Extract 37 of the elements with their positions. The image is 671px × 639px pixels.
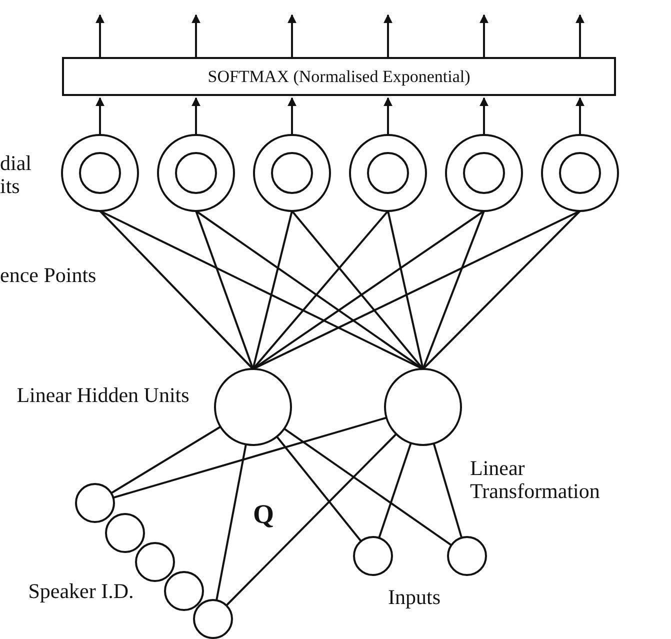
connection-line [378, 442, 412, 538]
layer-label: Inputs [388, 586, 442, 609]
connection-line [226, 433, 397, 606]
connection-line [216, 444, 247, 601]
connection-line [422, 210, 581, 370]
arrow [480, 97, 488, 135]
connection-line [195, 210, 254, 370]
arrow [192, 97, 200, 135]
connection-line [432, 443, 463, 538]
layer-label: dial its [0, 152, 32, 198]
arrow [288, 97, 296, 135]
connection-line [422, 210, 485, 370]
arrow [96, 14, 104, 57]
connection-line [276, 436, 362, 542]
connection-line [99, 210, 254, 370]
layer-label: Speaker I.D. [27, 580, 135, 603]
arrow [384, 14, 392, 57]
arrow [480, 14, 488, 57]
connection-line [284, 428, 452, 546]
arrow [288, 14, 296, 57]
connection-line [112, 416, 387, 499]
arrow [576, 97, 584, 135]
arrow [576, 14, 584, 57]
arrow [384, 97, 392, 135]
arrow [96, 97, 104, 135]
softmax-layer-box [62, 57, 616, 96]
layer-label: Linear Hidden Units [16, 384, 190, 407]
layer-title: SOFTMAX (Normalised Exponential) [206, 66, 472, 88]
layer-label: ence Points [0, 264, 98, 287]
matrix-label: Q [253, 503, 276, 526]
connection-line [387, 210, 424, 370]
connection-line [252, 210, 389, 370]
connection-line [291, 210, 424, 370]
layer-label: Linear Transformation [470, 457, 601, 503]
connection-line [252, 210, 293, 370]
connection-line [110, 426, 222, 494]
arrow [192, 14, 200, 57]
